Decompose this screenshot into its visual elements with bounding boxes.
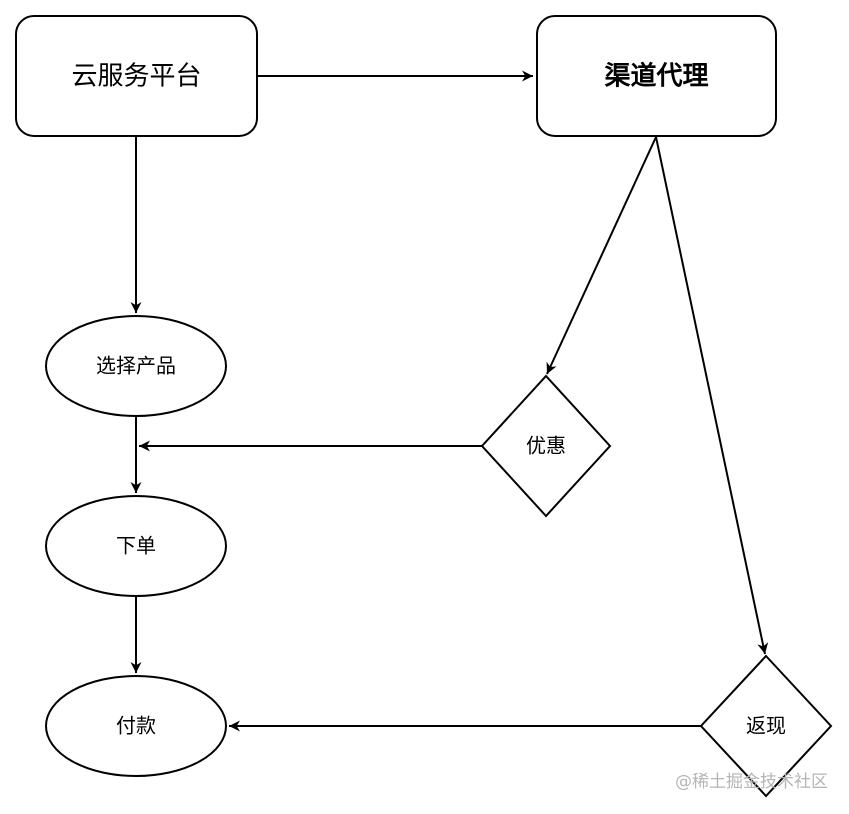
node-cashback[interactable]: 返现: [699, 654, 833, 798]
edge-channel-to-cashback: [655, 136, 769, 655]
node-place-order-label: 下单: [116, 534, 156, 558]
rounded-rect-shape: [536, 15, 777, 137]
node-cloud-platform[interactable]: 云服务平台: [15, 15, 258, 137]
ellipse-shape: [45, 495, 227, 597]
node-cloud-platform-label: 云服务平台: [71, 62, 201, 92]
node-place-order[interactable]: 下单: [45, 495, 227, 597]
node-payment-label: 付款: [116, 714, 156, 738]
rounded-rect-shape: [15, 15, 258, 137]
node-discount-label: 优惠: [526, 434, 566, 458]
ellipse-shape: [45, 675, 227, 777]
ellipse-shape: [45, 315, 227, 417]
diamond-shape: [480, 374, 612, 518]
watermark-text: @稀土掘金技术社区: [675, 772, 828, 792]
diamond-shape: [699, 654, 833, 798]
node-discount[interactable]: 优惠: [480, 374, 612, 518]
node-cashback-label: 返现: [746, 714, 786, 738]
node-channel-agent-label: 渠道代理: [604, 61, 708, 92]
edges: [130, 70, 769, 732]
node-channel-agent[interactable]: 渠道代理: [536, 15, 777, 137]
node-payment[interactable]: 付款: [45, 675, 227, 777]
edge-channel-to-discount: [546, 136, 657, 375]
node-select-product-label: 选择产品: [96, 354, 176, 378]
node-select-product[interactable]: 选择产品: [45, 315, 227, 417]
